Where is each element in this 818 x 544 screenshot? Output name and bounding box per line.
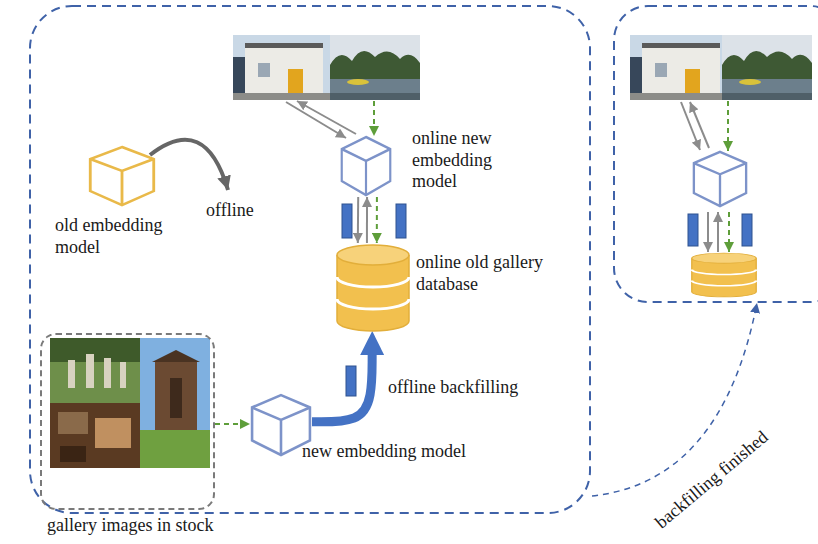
query-arrow [681, 102, 700, 150]
query-photo [233, 35, 330, 100]
query-arrow [707, 212, 709, 252]
feature-vector [688, 214, 698, 246]
online-model-cube: online new embedding model [340, 135, 392, 197]
gallery-photo-stone [104, 358, 111, 388]
query-photo [330, 35, 420, 100]
gallery-photo-detail [58, 412, 88, 434]
gallery-database: online old gallery database [335, 243, 411, 333]
cube-outline [252, 395, 310, 455]
node-label: online old gallery database [416, 252, 566, 295]
database-cylinder [692, 253, 756, 297]
backfill-arrow [312, 355, 372, 422]
node-label: old embedding model [55, 215, 180, 258]
cube-edges [252, 407, 310, 454]
new-model-cube: new embedding model [250, 393, 312, 457]
gallery-photo [50, 338, 140, 403]
node-label: new embedding model [302, 441, 467, 463]
feature-vector [742, 214, 752, 246]
query-arrow [728, 212, 730, 252]
query-arrow [286, 102, 346, 138]
gallery-photo-detail [60, 446, 86, 462]
result-arrow [297, 101, 356, 134]
node-text-group: online old gallery database [416, 252, 566, 295]
gallery-photo [140, 338, 210, 468]
gallery-photo-grass [140, 430, 210, 468]
annotation-label: offline [206, 200, 254, 222]
gallery-photo-stone [120, 362, 126, 388]
edge-label: offline backfilling [388, 377, 518, 399]
gallery-photo-shed [155, 362, 197, 434]
feature-vector [342, 204, 352, 238]
result-arrow [690, 102, 709, 148]
flow-arrow [357, 197, 359, 243]
old-model-cube: old embedding model [88, 145, 156, 207]
feature-vector [396, 204, 406, 238]
node-label: gallery images in stock [47, 515, 213, 537]
database-band [337, 277, 409, 309]
gallery-photo-stone [68, 360, 75, 388]
stage-region [614, 6, 818, 302]
database-top [337, 245, 409, 265]
cube-edges [90, 159, 153, 205]
cube-outline [90, 147, 153, 205]
gallery-photo-detail [95, 418, 131, 448]
flow-arrow [215, 423, 250, 425]
feature-vector [346, 366, 356, 396]
flow-arrow [376, 197, 378, 243]
node-text-group: old embedding model [55, 215, 180, 258]
cube-outline [342, 137, 391, 195]
database-shape [335, 243, 411, 333]
gallery-photo-door [170, 378, 182, 418]
node-text-group: online new embedding model [412, 128, 530, 193]
node-label: online new embedding model [412, 128, 530, 193]
annotation-label: backfilling finished [651, 427, 772, 534]
cube-shape [88, 145, 156, 207]
gallery-photo-stone [86, 354, 94, 388]
gallery-photo [50, 403, 140, 468]
database-body [337, 255, 409, 331]
node-text-group: gallery images in stock [47, 515, 213, 537]
node-text-group: new embedding model [302, 441, 467, 463]
gallery-photo-roof [152, 350, 200, 362]
cube-shape [340, 135, 392, 197]
query-photo [722, 35, 812, 100]
flow-arrow [366, 197, 368, 243]
query-photo [630, 35, 727, 100]
gallery-photo-trees [50, 338, 140, 362]
result-arrow [717, 212, 719, 252]
gallery-box: gallery images in stock [40, 333, 215, 510]
cube-edges [342, 149, 391, 195]
query-arrow [373, 101, 375, 136]
stage-region [30, 6, 590, 513]
embedding-model-cube [694, 152, 746, 206]
query-arrow [727, 101, 729, 151]
retire-arrow [150, 140, 228, 190]
